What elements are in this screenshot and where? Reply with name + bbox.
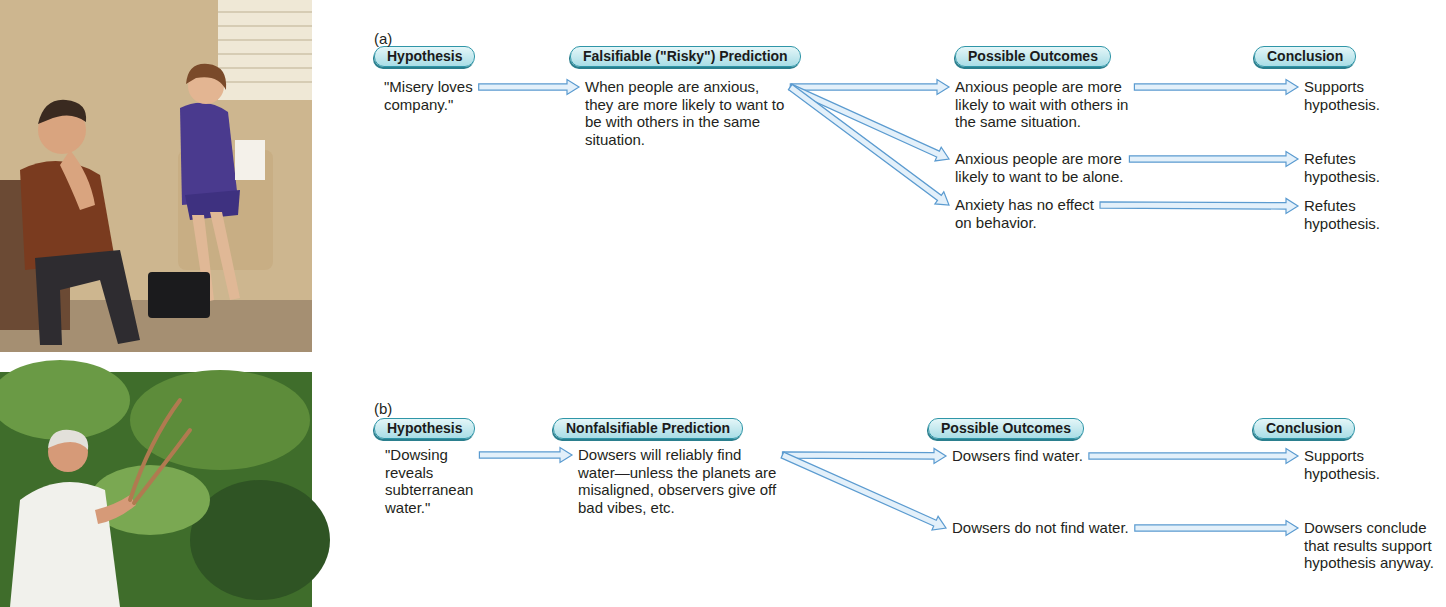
body-text: When people are anxious, they are more l…: [585, 78, 784, 148]
heading-text: Possible Outcomes: [968, 48, 1098, 64]
blind-slats: [218, 12, 312, 82]
text-node: Dowsers conclude that results support hy…: [1304, 519, 1440, 572]
woman-jacket: [180, 103, 238, 205]
clipboard: [235, 140, 265, 180]
body-text: Dowsers will reliably find water—unless …: [578, 446, 776, 516]
panel-label: (a): [374, 30, 392, 47]
foliage: [190, 480, 330, 600]
heading-text: Conclusion: [1267, 48, 1343, 64]
text-node: "Dowsing reveals subterranean water.": [385, 446, 480, 516]
body-text: Refutes hypothesis.: [1304, 150, 1380, 185]
body-text: Anxious people are more likely to want t…: [955, 150, 1123, 185]
briefcase: [148, 272, 210, 318]
body-text: Anxious people are more likely to wait w…: [955, 78, 1128, 130]
body-text: Supports hypothesis.: [1304, 78, 1380, 113]
text-node: "Misery loves company.": [384, 78, 479, 113]
body-text: Dowsers do not find water.: [952, 519, 1129, 536]
text-node: Supports hypothesis.: [1304, 447, 1404, 482]
double-arrow: [1134, 80, 1298, 95]
heading-text: Falsifiable ("Risky") Prediction: [583, 48, 788, 64]
body-text: Refutes hypothesis.: [1304, 197, 1380, 232]
double-arrow: [479, 448, 572, 463]
dowsing-photo: [0, 360, 330, 607]
double-arrow: [1129, 152, 1298, 167]
heading-pill: Conclusion: [1254, 46, 1356, 67]
panel-label: (b): [374, 400, 392, 417]
heading-text: Possible Outcomes: [941, 420, 1071, 436]
double-arrow: [788, 84, 949, 205]
double-arrow: [1100, 198, 1298, 213]
heading-pill: Conclusion: [1253, 418, 1355, 439]
body-text: Dowsers find water.: [952, 447, 1083, 464]
foliage: [130, 370, 310, 470]
heading-pill: Hypothesis: [374, 418, 475, 439]
man-shirt: [10, 482, 120, 607]
double-arrow: [790, 80, 949, 95]
body-text: Supports hypothesis.: [1304, 447, 1380, 482]
heading-text: Conclusion: [1266, 420, 1342, 436]
body-text: "Dowsing reveals subterranean water.": [385, 446, 473, 516]
text-node: Dowsers find water.: [952, 447, 1137, 465]
double-arrow: [781, 452, 946, 530]
double-arrow: [1135, 521, 1298, 536]
text-node: When people are anxious, they are more l…: [585, 78, 788, 148]
text-node: Dowsers will reliably find water—unless …: [578, 446, 778, 516]
text-node: Anxious people are more likely to wait w…: [955, 78, 1140, 131]
window-blind: [218, 0, 312, 100]
body-text: Dowsers conclude that results support hy…: [1304, 519, 1434, 571]
man-hair: [38, 100, 86, 124]
text-node: Refutes hypothesis.: [1304, 197, 1404, 232]
text-node: Anxious people are more likely to want t…: [955, 150, 1140, 185]
body-text: "Misery loves company.": [384, 78, 473, 113]
heading-pill: Possible Outcomes: [955, 46, 1111, 67]
body-text: Anxiety has no effect on behavior.: [955, 196, 1094, 231]
heading-pill: Hypothesis: [374, 46, 475, 67]
heading-text: Hypothesis: [387, 420, 462, 436]
double-arrow: [479, 80, 579, 95]
counseling-photo: [0, 0, 312, 352]
woman-hair: [186, 64, 226, 90]
double-arrow: [782, 448, 946, 463]
foliage: [0, 360, 130, 440]
text-node: Refutes hypothesis.: [1304, 150, 1404, 185]
heading-pill: Nonfalsifiable Prediction: [553, 418, 743, 439]
man-hair: [48, 430, 88, 450]
text-node: Anxiety has no effect on behavior.: [955, 196, 1105, 231]
heading-text: Hypothesis: [387, 48, 462, 64]
heading-pill: Falsifiable ("Risky") Prediction: [570, 46, 801, 67]
text-node: Dowsers do not find water.: [952, 519, 1137, 537]
man-trousers: [35, 250, 140, 345]
double-arrow: [1089, 449, 1298, 464]
wall: [0, 0, 312, 352]
dowsing-rod: [130, 400, 190, 503]
heading-text: Nonfalsifiable Prediction: [566, 420, 730, 436]
heading-pill: Possible Outcomes: [928, 418, 1084, 439]
text-node: Supports hypothesis.: [1304, 78, 1404, 113]
man-hand: [60, 150, 95, 210]
